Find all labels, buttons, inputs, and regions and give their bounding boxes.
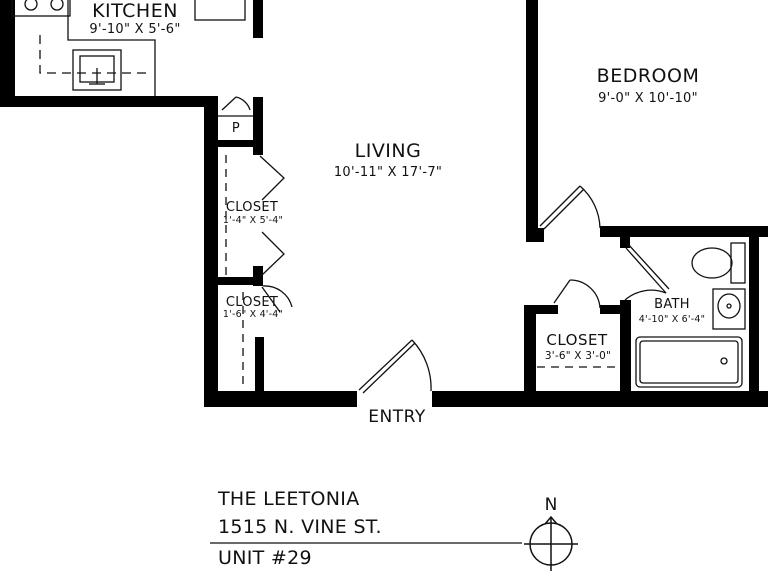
wall-pantry-right	[253, 97, 263, 143]
bedroom-door-swing	[579, 185, 601, 229]
entry-door	[358, 339, 413, 391]
kitchen-counter	[67, 0, 156, 96]
living-dims: 10'-11" X 17'-7"	[333, 165, 443, 180]
closet2-dims: 1'-6" X 4'-4"	[222, 309, 284, 320]
pantry-door	[221, 96, 237, 111]
closet1-label: CLOSET	[225, 200, 279, 215]
entry-label: ENTRY	[368, 407, 426, 427]
walls	[0, 0, 768, 407]
compass-north-label: N	[544, 495, 558, 515]
bath-label: BATH	[654, 297, 690, 312]
wall-closet3-north-east	[600, 305, 630, 314]
wall-bath-west-top	[620, 230, 630, 248]
wall-bath-east	[749, 230, 759, 400]
wall-kitchen-top-stub	[253, 0, 263, 38]
kitchen-counter-dash	[39, 35, 152, 74]
bedroom-door	[539, 185, 581, 227]
bath-sink	[712, 288, 746, 330]
closet1-bifold-door	[260, 231, 285, 277]
wall-bedroom-south	[600, 226, 768, 237]
toilet-tank	[730, 242, 746, 284]
pantry-label: P	[231, 121, 241, 136]
wall-closet1-stub-top	[253, 143, 263, 155]
closet1-bifold-door	[259, 155, 285, 201]
bedroom-door	[543, 188, 585, 230]
bath-drain	[726, 303, 732, 309]
closet2-label: CLOSET	[225, 295, 279, 310]
wall-closet-divider	[218, 277, 263, 285]
building-address: 1515 N. VINE ST.	[218, 516, 382, 538]
closet2-door-swing	[262, 285, 293, 308]
kitchen-sink	[72, 49, 122, 91]
bath-door-swing	[624, 289, 667, 301]
kitchen-dims: 9'-10" X 5'-6"	[89, 22, 181, 37]
burner-icon	[24, 0, 38, 11]
compass-icon	[524, 515, 578, 571]
bath-dims: 4'-10" X 6'-4"	[638, 314, 706, 325]
unit-number: UNIT #29	[218, 547, 312, 569]
wall-pantry-bottom	[218, 140, 263, 147]
living-label: LIVING	[354, 140, 422, 162]
closet3-door-swing	[569, 279, 601, 309]
kitchen-fridge	[194, 0, 246, 21]
bathtub	[635, 336, 743, 388]
closet3-label: CLOSET	[546, 331, 608, 349]
building-name: THE LEETONIA	[218, 488, 360, 510]
wall-kitchen-left	[0, 0, 15, 107]
compass-arrow	[544, 515, 558, 525]
kitchen-label: KITCHEN	[92, 0, 178, 22]
wall-closet3-west	[524, 305, 536, 405]
pantry-door-swing	[235, 96, 251, 111]
wall-living-west	[204, 96, 218, 407]
wall-south-east	[432, 391, 768, 407]
wall-bedroom-west	[526, 0, 538, 242]
bath-sink-basin	[717, 293, 741, 319]
entry-door	[362, 342, 416, 394]
closet3-dims: 3'-6" X 3'-0"	[544, 350, 612, 362]
toilet-bowl	[691, 247, 733, 279]
burner-icon	[50, 0, 64, 11]
wall-kitchen-bottom	[0, 96, 218, 107]
bathtub-inner	[639, 340, 739, 384]
closet3-door	[553, 279, 571, 304]
entry-door-swing	[411, 339, 432, 392]
bedroom-dims: 9'-0" X 10'-10"	[598, 91, 698, 106]
wall-bath-west-bottom	[620, 300, 631, 400]
wall-south-west	[204, 391, 357, 407]
closet1-dims: 1'-4" X 5'-4"	[222, 215, 284, 226]
wall-closet2-stub	[255, 337, 264, 392]
wall-closet1-stub-bottom	[253, 266, 263, 286]
wall-closet3-north	[528, 305, 558, 314]
tub-drain	[720, 357, 728, 365]
bath-door	[625, 247, 667, 294]
kitchen-range	[11, 0, 71, 17]
thin-lines	[11, 0, 746, 394]
bath-door	[627, 243, 670, 290]
closet2-door	[261, 286, 281, 313]
bedroom-label: BEDROOM	[596, 65, 700, 87]
wall-bedroom-south-stub	[526, 228, 544, 242]
